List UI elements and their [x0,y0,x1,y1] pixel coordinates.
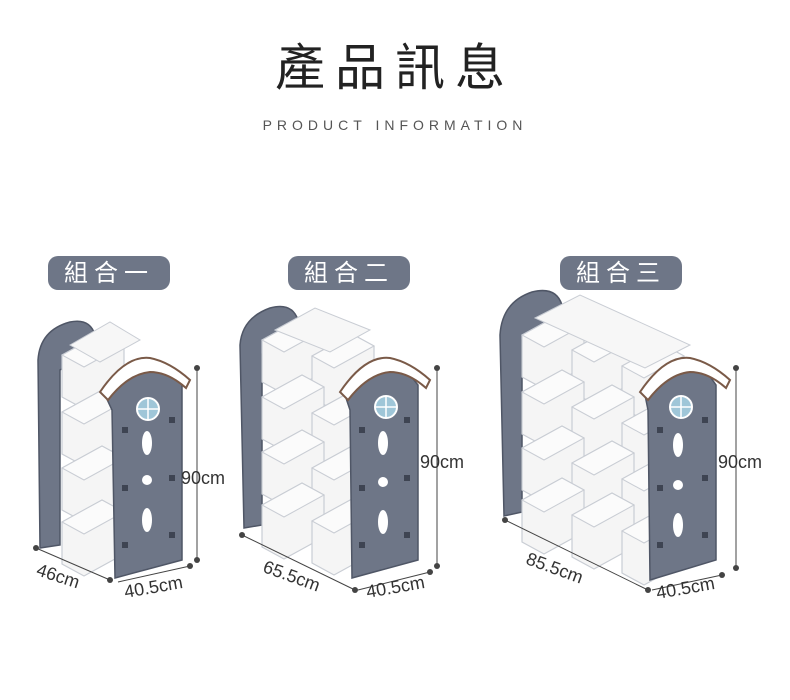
combo-3-badge: 組合三 [560,256,682,290]
page-title: 產品訊息 [275,39,515,97]
combo-2-rack [239,305,440,593]
combo-1-badge: 組合一 [48,256,170,290]
combo-3-height-label: 90cm [718,452,763,472]
page-subtitle: PRODUCT INFORMATION [262,117,528,133]
combo-2-height-label: 90cm [420,452,465,472]
combo-1-rack [33,320,200,583]
combo-2-badge: 組合二 [288,256,410,290]
combo-1-height-label: 90cm [181,468,226,488]
combo-3-rack [499,289,739,593]
